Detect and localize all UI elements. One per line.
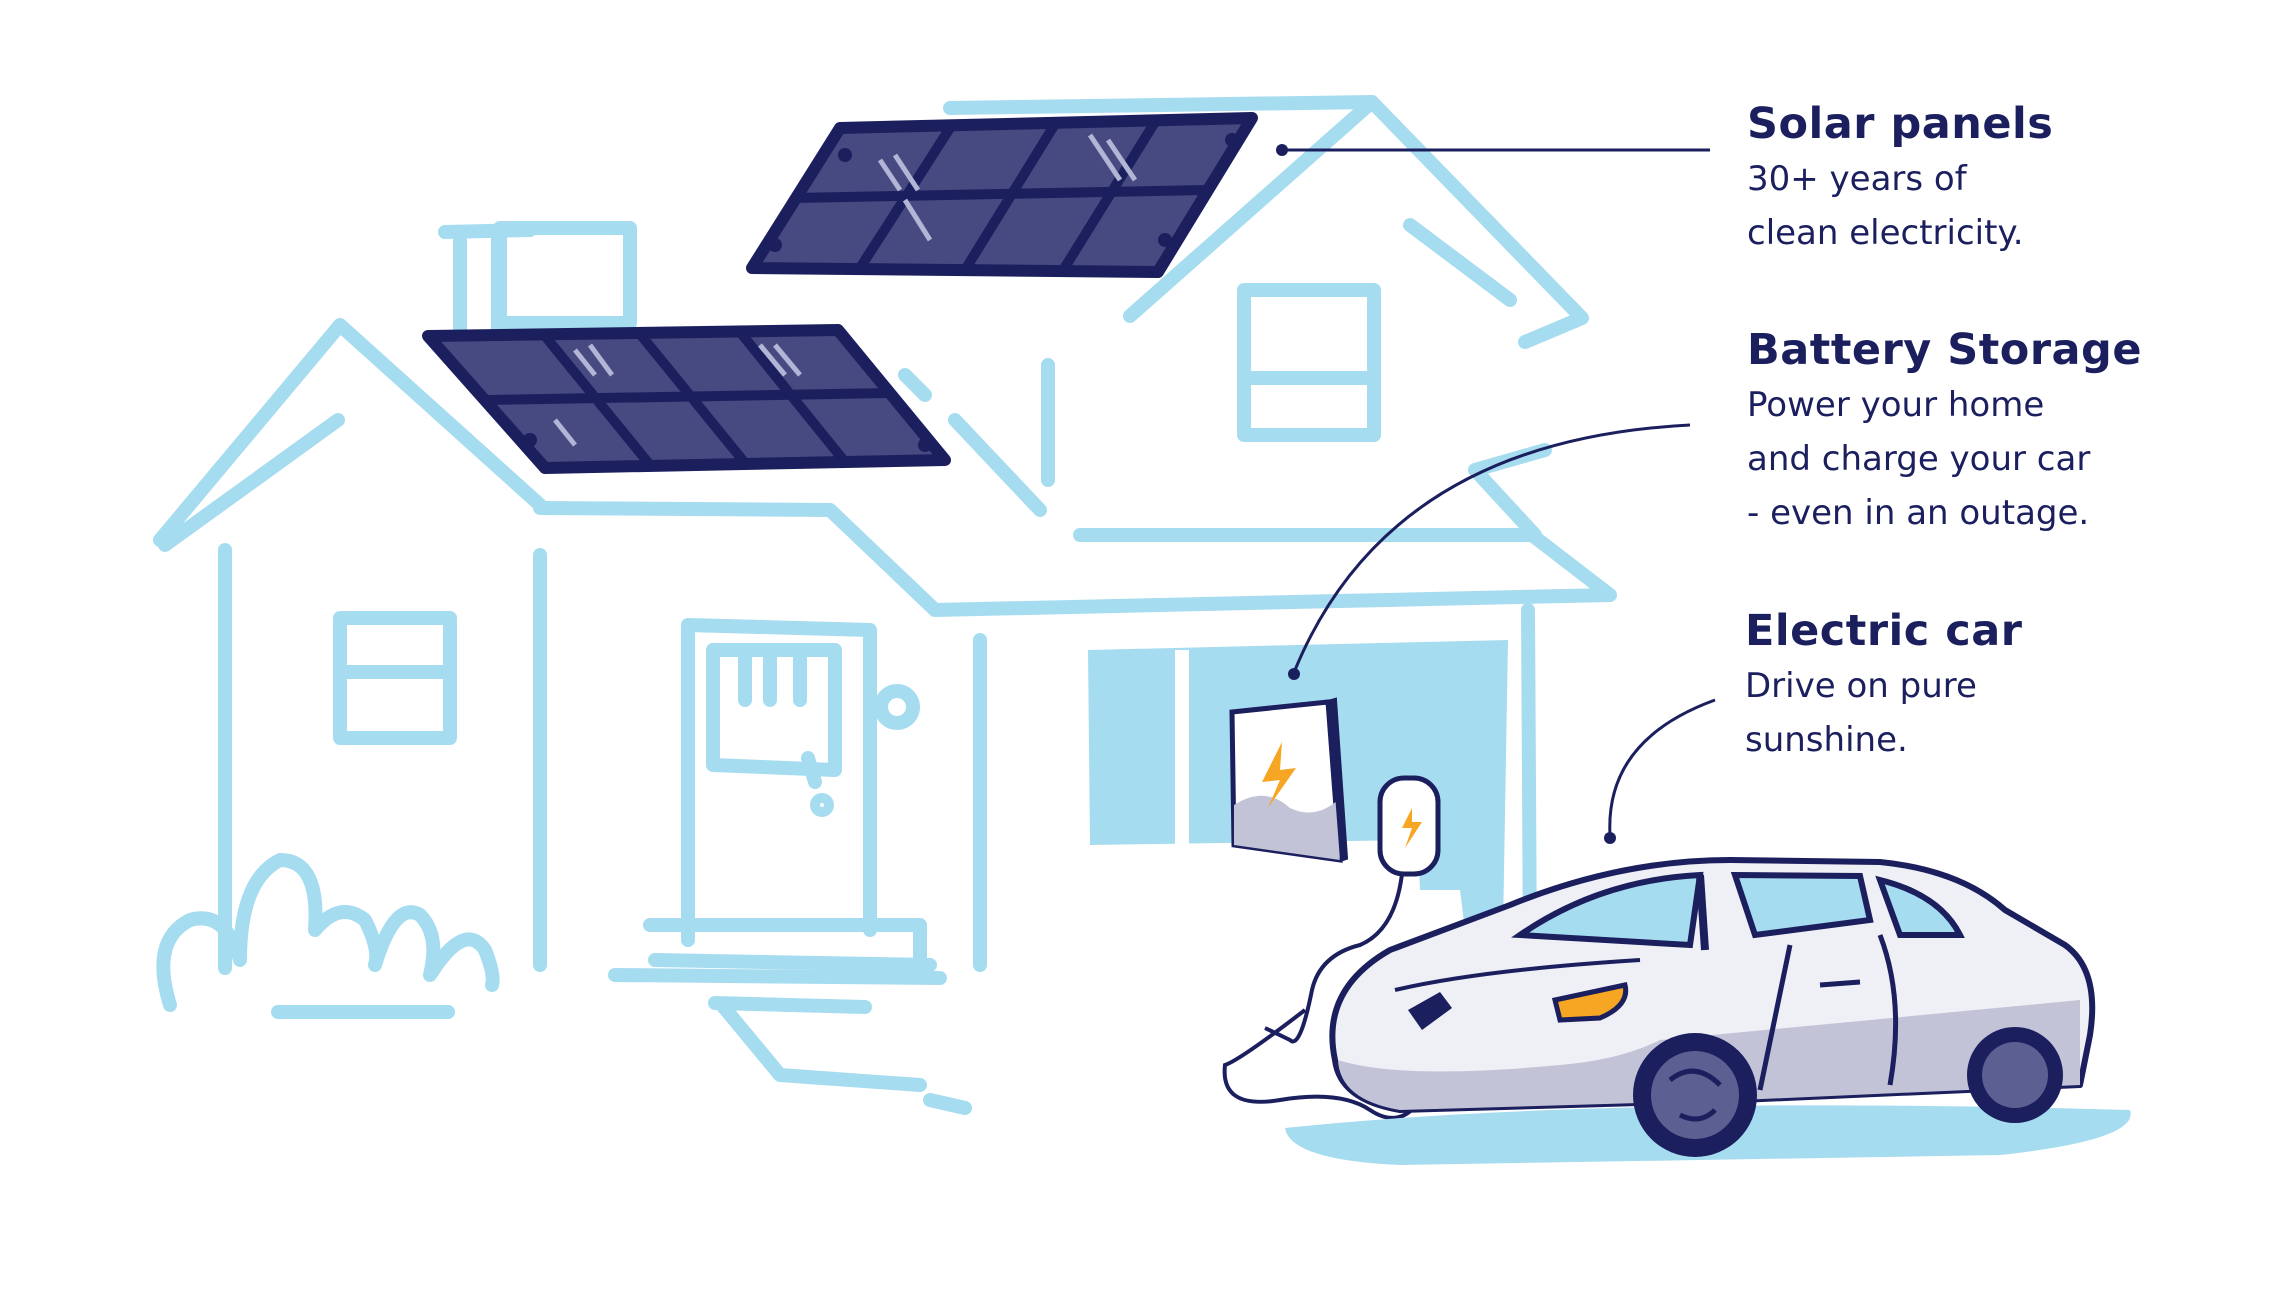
callout-battery-line-3: - even in an outage. bbox=[1747, 492, 2090, 533]
callout-solar-line-1: 30+ years of bbox=[1747, 159, 1967, 200]
charger-icon bbox=[1222, 775, 1442, 1120]
callout-solar-line-2: clean electricity. bbox=[1747, 213, 2024, 254]
callout-battery-line-1: Power your home bbox=[1747, 385, 2045, 426]
callout-battery-line-2: and charge your car bbox=[1747, 439, 2091, 480]
house-illustration bbox=[153, 95, 1617, 1115]
callout-leaders bbox=[1282, 148, 1716, 836]
solar-panel-icon bbox=[422, 112, 1258, 474]
battery-leader-line bbox=[1293, 423, 1691, 671]
callout-electric-car: Electric car Drive on pure sunshine. bbox=[1745, 606, 2265, 768]
lightning-bolt-icon bbox=[1262, 742, 1296, 808]
car-illustration bbox=[1285, 857, 2131, 1165]
callout-battery-storage: Battery Storage Power your home and char… bbox=[1747, 325, 2287, 541]
callout-battery-description: Power your home and charge your car - ev… bbox=[1747, 379, 2287, 540]
callout-car-line-2: sunshine. bbox=[1745, 720, 1908, 761]
battery-icon bbox=[1229, 697, 1349, 863]
callout-solar-panels: Solar panels 30+ years of clean electric… bbox=[1747, 99, 2267, 261]
callout-car-description: Drive on pure sunshine. bbox=[1745, 660, 2265, 767]
car-leader-dot bbox=[1604, 832, 1616, 844]
callout-solar-title: Solar panels bbox=[1747, 99, 2054, 149]
solar-leader-dot bbox=[1276, 144, 1288, 156]
battery-leader-dot bbox=[1288, 668, 1300, 680]
callout-battery-title: Battery Storage bbox=[1747, 325, 2143, 375]
callout-solar-description: 30+ years of clean electricity. bbox=[1747, 153, 2267, 260]
callout-car-line-1: Drive on pure bbox=[1745, 666, 1977, 707]
callout-car-title: Electric car bbox=[1745, 606, 2023, 656]
car-leader-line bbox=[1608, 698, 1716, 836]
